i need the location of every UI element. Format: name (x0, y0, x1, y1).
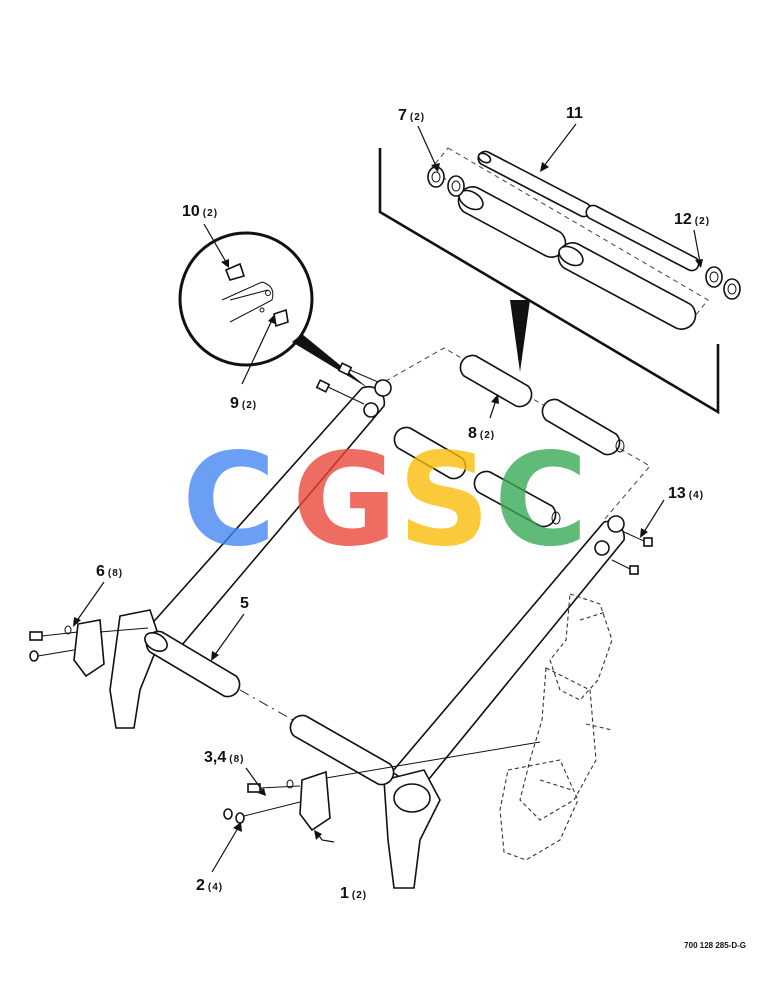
roller-lower (557, 242, 697, 330)
bolt-pivot-lower (315, 379, 365, 405)
callout-7: 7(2) (398, 107, 425, 124)
callout-leaders (73, 123, 703, 873)
shaft-upper (477, 150, 592, 218)
callout-13: 13(4) (668, 485, 704, 502)
detail-circle (178, 231, 368, 388)
drawing-number: 700 128 285-D-G (684, 941, 746, 950)
watermark: C G S C (182, 426, 588, 575)
callout-5: 5 (240, 595, 249, 612)
bearing-right-outer (723, 278, 741, 300)
watermark-letter-3: S (398, 426, 490, 575)
callout-3-4: 3,4(8) (204, 749, 244, 766)
clamp-hardware-left (29, 619, 149, 678)
callout-2: 2(4) (196, 877, 223, 894)
callout-6: 6(8) (96, 563, 123, 580)
main-frame (29, 347, 653, 889)
arm-left-pivot-upper (374, 379, 392, 397)
roller-upper (457, 186, 567, 258)
bearing-right-inner (705, 266, 723, 288)
clamp-hardware-right (223, 741, 541, 832)
callout-12: 12(2) (674, 211, 710, 228)
exploded-view-frame (429, 147, 709, 323)
hitch-ghost-outline (499, 593, 613, 861)
watermark-letter-1: C (182, 426, 276, 575)
mount-bracket-left (109, 609, 161, 729)
exploded-view-pointer (510, 300, 530, 372)
roller-pair-lower (393, 426, 561, 528)
bolt-right-upper (623, 531, 653, 547)
callout-1: 1(2) (340, 885, 367, 902)
arm-right-pivot-lower (594, 540, 610, 556)
bolt-right-lower (611, 559, 639, 575)
bolt-pivot-upper (337, 362, 379, 383)
arm-right-pivot-upper (607, 515, 625, 533)
arm-left-pivot-lower (363, 402, 379, 418)
callout-8: 8(2) (468, 425, 495, 442)
mount-bore (393, 783, 431, 813)
watermark-letter-2: G (292, 426, 397, 575)
watermark-letter-4: C (494, 426, 588, 575)
callout-11: 11 (566, 105, 583, 122)
roller-exploded-view (378, 147, 741, 415)
cross-tube (144, 630, 395, 786)
callout-10: 10(2) (182, 203, 218, 220)
callout-9: 9(2) (230, 395, 257, 412)
exploded-view-bracket (378, 148, 720, 415)
roller-pair-upper (459, 354, 625, 456)
bearing-left-inner (447, 175, 465, 197)
